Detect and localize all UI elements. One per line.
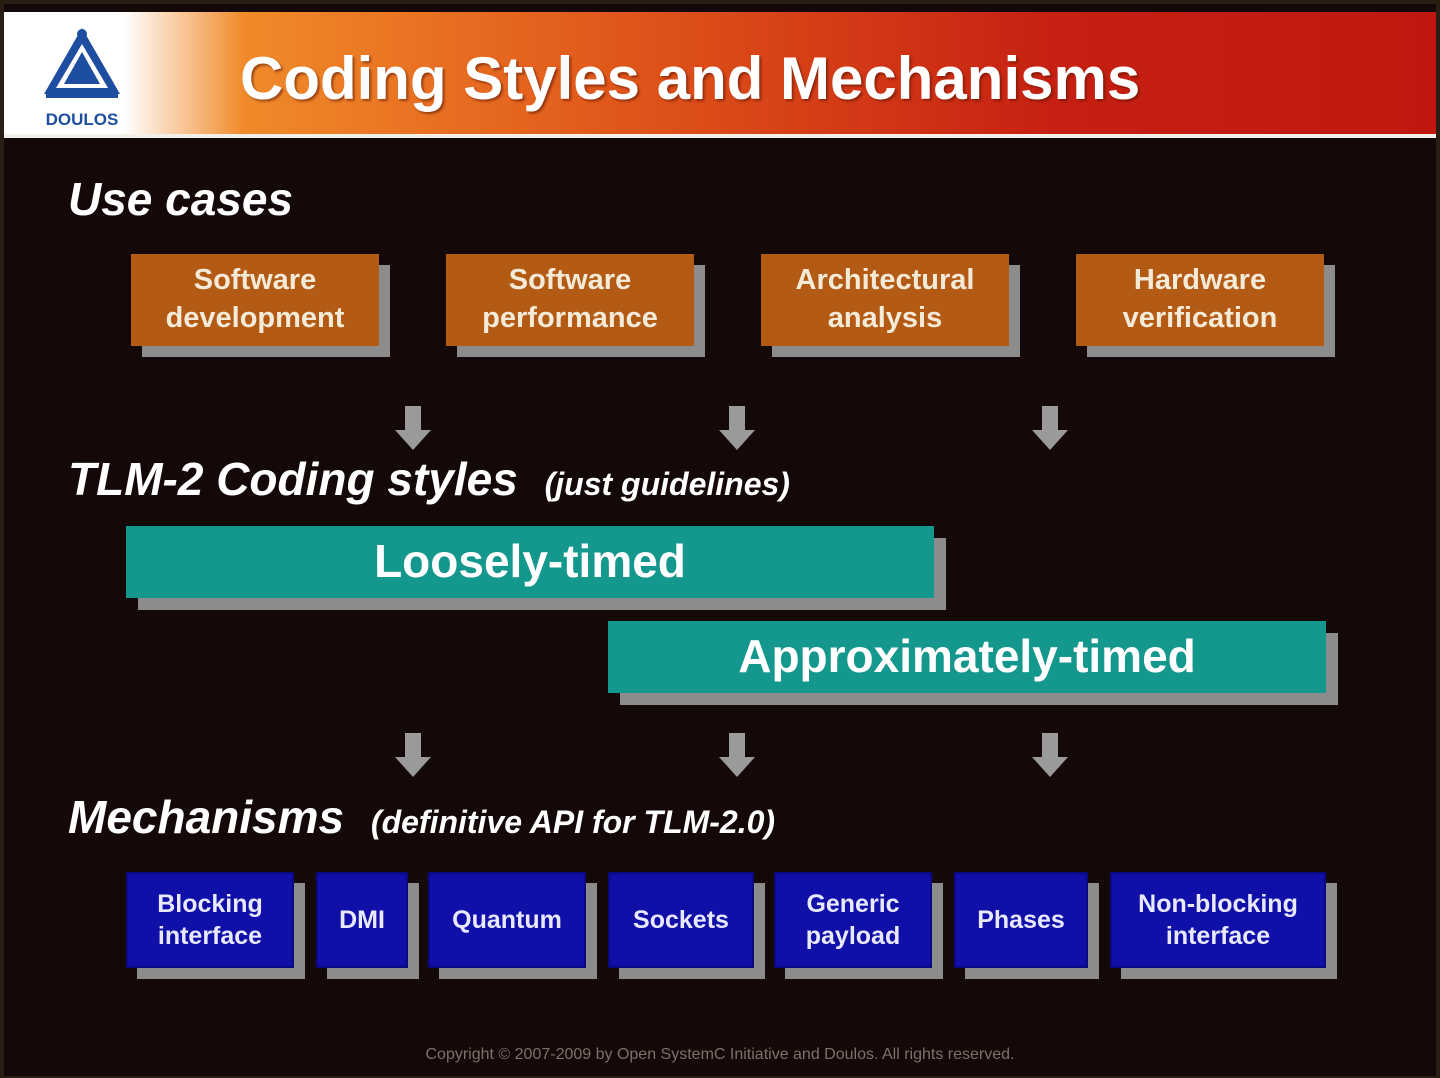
- down-arrow-icon: [1032, 406, 1068, 450]
- down-arrow-icon: [395, 406, 431, 450]
- use-case-software-performance: Software performance: [446, 254, 694, 346]
- mechanism-non-blocking-interface: Non-blocking interface: [1110, 872, 1326, 968]
- coding-styles-heading: TLM-2 Coding styles (just guidelines): [68, 452, 790, 506]
- coding-styles-title: TLM-2 Coding styles: [68, 453, 518, 505]
- mechanism-dmi: DMI: [316, 872, 408, 968]
- mechanism-generic-payload: Generic payload: [774, 872, 932, 968]
- page-title: Coding Styles and Mechanisms: [240, 45, 1141, 112]
- slide: DOULOS Coding Styles and Mechanisms Use …: [4, 4, 1436, 1076]
- loosely-timed-bar: Loosely-timed: [126, 526, 934, 598]
- logo-text: DOULOS: [45, 110, 119, 129]
- title-rule: [4, 134, 1436, 138]
- use-cases-heading: Use cases: [68, 173, 294, 225]
- doulos-logo-icon: [44, 28, 120, 98]
- use-case-software-development: Software development: [131, 254, 379, 346]
- mechanism-sockets: Sockets: [608, 872, 754, 968]
- down-arrow-icon: [719, 733, 755, 777]
- down-arrow-icon: [1032, 733, 1068, 777]
- down-arrow-icon: [395, 733, 431, 777]
- approximately-timed-bar: Approximately-timed: [608, 621, 1326, 693]
- coding-styles-note: (just guidelines): [544, 466, 790, 502]
- use-case-hardware-verification: Hardware verification: [1076, 254, 1324, 346]
- down-arrow-icon: [719, 406, 755, 450]
- mechanisms-heading: Mechanisms (definitive API for TLM-2.0): [68, 790, 775, 844]
- mechanisms-note: (definitive API for TLM-2.0): [370, 804, 776, 840]
- title-bar: [4, 12, 1436, 134]
- copyright-footer: Copyright © 2007-2009 by Open SystemC In…: [425, 1046, 1015, 1063]
- mechanism-blocking-interface: Blocking interface: [126, 872, 294, 968]
- mechanism-phases: Phases: [954, 872, 1088, 968]
- mechanism-quantum: Quantum: [428, 872, 586, 968]
- doulos-logo: DOULOS: [32, 22, 132, 130]
- mechanisms-title: Mechanisms: [68, 791, 345, 843]
- use-case-architectural-analysis: Architectural analysis: [761, 254, 1009, 346]
